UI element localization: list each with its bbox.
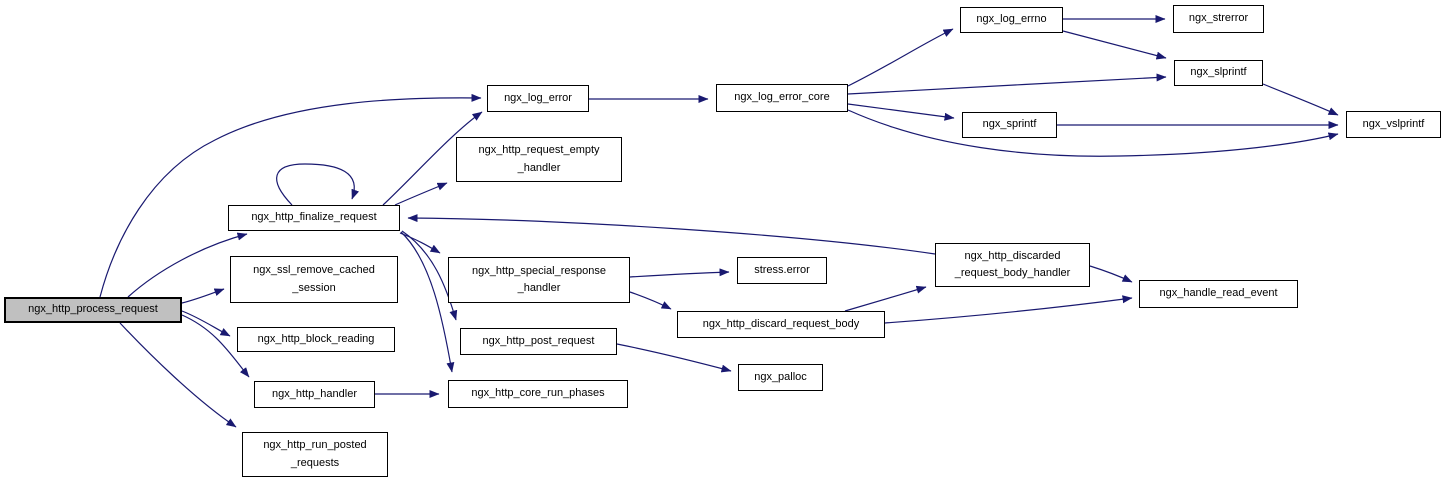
node-ngx_http_core_run_phases[interactable]: ngx_http_core_run_phases bbox=[448, 380, 628, 408]
node-ngx_strerror[interactable]: ngx_strerror bbox=[1173, 5, 1264, 33]
edge-ngx_http_finalize_request-to-ngx_http_post_request bbox=[401, 230, 458, 321]
node-ngx_log_errno[interactable]: ngx_log_errno bbox=[960, 7, 1063, 33]
node-ngx_http_run_posted_requests[interactable]: ngx_http_run_posted _requests bbox=[242, 432, 388, 477]
node-ngx_http_process_request[interactable]: ngx_http_process_request bbox=[4, 297, 182, 323]
edge-ngx_http_process_request-to-ngx_http_run_posted_requests bbox=[119, 322, 237, 428]
edge-ngx_http_finalize_request-to-ngx_http_core_run_phases bbox=[400, 231, 455, 373]
edge-ngx_http_discarded_request_body_handler-to-ngx_http_finalize_request bbox=[407, 214, 936, 255]
edge-ngx_http_process_request-to-ngx_http_finalize_request bbox=[127, 232, 248, 298]
node-ngx_slprintf[interactable]: ngx_slprintf bbox=[1174, 60, 1263, 86]
node-ngx_http_block_reading[interactable]: ngx_http_block_reading bbox=[237, 327, 395, 352]
node-ngx_http_post_request[interactable]: ngx_http_post_request bbox=[460, 328, 617, 355]
edge-ngx_log_error_core-to-ngx_vslprintf bbox=[847, 109, 1339, 157]
edge-ngx_http_special_response_handler-to-stress.error bbox=[629, 268, 730, 278]
edge-ngx_http_process_request-to-ngx_ssl_remove_cached_session bbox=[181, 288, 225, 304]
edge-ngx_http_discarded_request_body_handler-to-ngx_handle_read_event bbox=[1089, 265, 1133, 283]
node-ngx_sprintf[interactable]: ngx_sprintf bbox=[962, 112, 1057, 138]
edge-ngx_slprintf-to-ngx_vslprintf bbox=[1262, 83, 1339, 116]
node-ngx_ssl_remove_cached_session[interactable]: ngx_ssl_remove_cached _session bbox=[230, 256, 398, 303]
edge-ngx_http_post_request-to-ngx_palloc bbox=[616, 343, 732, 373]
node-ngx_handle_read_event[interactable]: ngx_handle_read_event bbox=[1139, 280, 1298, 308]
node-ngx_http_finalize_request[interactable]: ngx_http_finalize_request bbox=[228, 205, 400, 231]
edge-ngx_http_finalize_request-to-ngx_http_request_empty_handler bbox=[394, 182, 448, 206]
node-ngx_http_request_empty_handler[interactable]: ngx_http_request_empty _handler bbox=[456, 137, 622, 182]
node-ngx_http_special_response_handler[interactable]: ngx_http_special_response _handler bbox=[448, 257, 630, 303]
edge-ngx_http_process_request-to-ngx_http_handler bbox=[181, 314, 250, 378]
edge-ngx_http_special_response_handler-to-ngx_http_discard_request_body bbox=[629, 291, 672, 310]
node-ngx_http_handler[interactable]: ngx_http_handler bbox=[254, 381, 375, 408]
edge-ngx_log_errno-to-ngx_slprintf bbox=[1062, 30, 1167, 60]
edge-ngx_http_finalize_request-to-ngx_http_finalize_request bbox=[276, 163, 360, 206]
node-ngx_http_discarded_request_body_handler[interactable]: ngx_http_discarded _request_body_handler bbox=[935, 243, 1090, 287]
edge-ngx_http_discard_request_body-to-ngx_http_discarded_request_body_handler bbox=[844, 285, 927, 312]
node-ngx_log_error_core[interactable]: ngx_log_error_core bbox=[716, 84, 848, 112]
node-stress.error[interactable]: stress.error bbox=[737, 257, 827, 284]
node-ngx_palloc[interactable]: ngx_palloc bbox=[738, 364, 823, 391]
edge-ngx_log_error_core-to-ngx_slprintf bbox=[847, 73, 1167, 95]
node-ngx_log_error[interactable]: ngx_log_error bbox=[487, 85, 589, 112]
edge-ngx_log_error_core-to-ngx_sprintf bbox=[847, 103, 955, 121]
edge-ngx_http_finalize_request-to-ngx_http_special_response_handler bbox=[399, 232, 441, 254]
edge-ngx_log_error_core-to-ngx_log_errno bbox=[847, 28, 954, 87]
edge-ngx_http_process_request-to-ngx_http_block_reading bbox=[181, 310, 231, 337]
edge-ngx_http_process_request-to-ngx_log_error bbox=[99, 93, 482, 298]
node-ngx_http_discard_request_body[interactable]: ngx_http_discard_request_body bbox=[677, 311, 885, 338]
edge-ngx_http_finalize_request-to-ngx_log_error bbox=[382, 111, 483, 206]
node-ngx_vslprintf[interactable]: ngx_vslprintf bbox=[1346, 111, 1441, 138]
edge-ngx_http_discard_request_body-to-ngx_handle_read_event bbox=[884, 295, 1133, 324]
